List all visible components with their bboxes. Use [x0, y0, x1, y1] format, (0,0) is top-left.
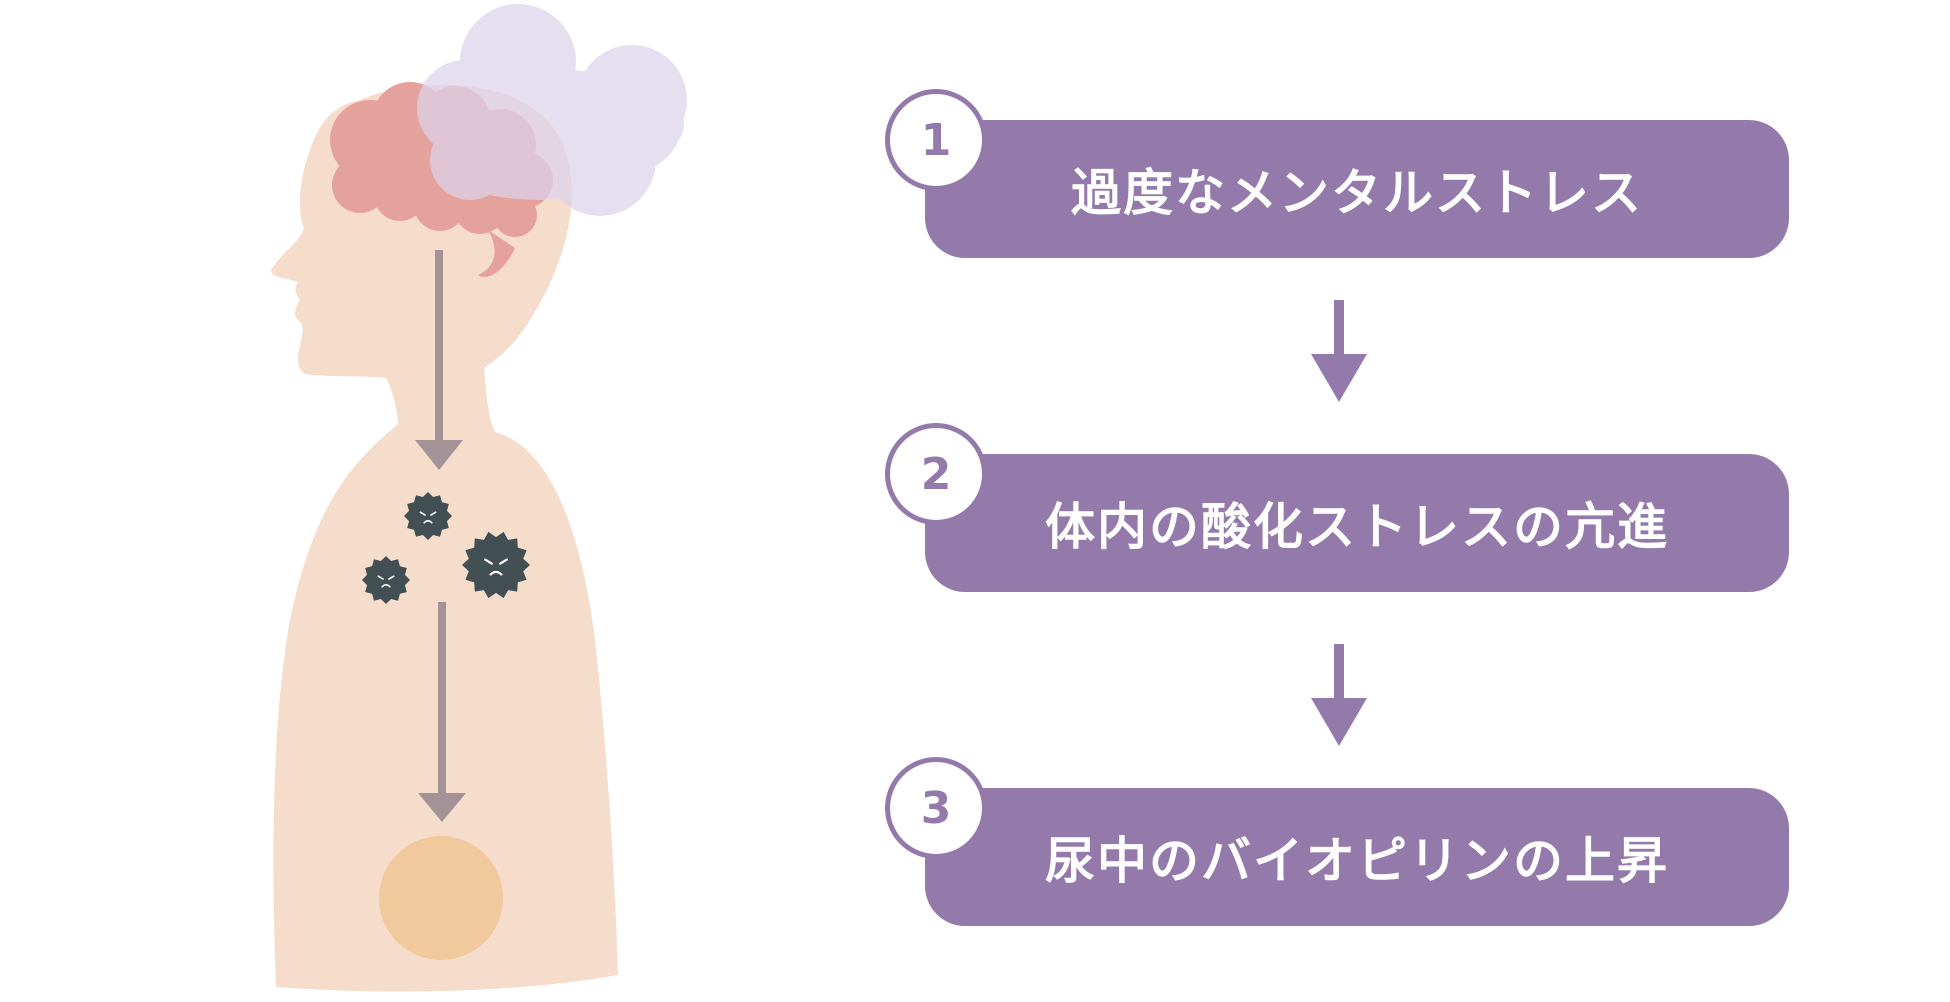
- step-2-number-badge: 2: [885, 423, 987, 525]
- arrow-brain-to-chest: [415, 250, 463, 470]
- step-1-label: 過度なメンタルストレス: [1071, 164, 1643, 222]
- human-silhouette: [270, 4, 687, 992]
- bladder-icon: [379, 836, 503, 960]
- step-1-box: 過度なメンタルストレス: [925, 120, 1789, 258]
- step-2-label: 体内の酸化ストレスの亢進: [1045, 498, 1669, 556]
- free-radical-icon: [462, 531, 530, 599]
- step-3-label: 尿中のバイオピリンの上昇: [1045, 832, 1669, 890]
- step-2-number: 2: [920, 448, 952, 500]
- arrow-chest-to-bladder: [418, 602, 466, 822]
- step-2-box: 体内の酸化ストレスの亢進: [925, 454, 1789, 592]
- step-3-number: 3: [920, 782, 952, 834]
- body-silhouette: [270, 84, 618, 992]
- stress-cloud-icon: [417, 4, 687, 216]
- step-3-box: 尿中のバイオピリンの上昇: [925, 788, 1789, 926]
- flow-arrow-2-to-3: [1311, 644, 1367, 746]
- free-radical-icon: [404, 492, 452, 540]
- step-1-number: 1: [920, 114, 952, 166]
- step-3-number-badge: 3: [885, 757, 987, 859]
- free-radical-icon: [362, 556, 410, 604]
- step-1-number-badge: 1: [885, 89, 987, 191]
- flow-arrow-1-to-2: [1311, 300, 1367, 402]
